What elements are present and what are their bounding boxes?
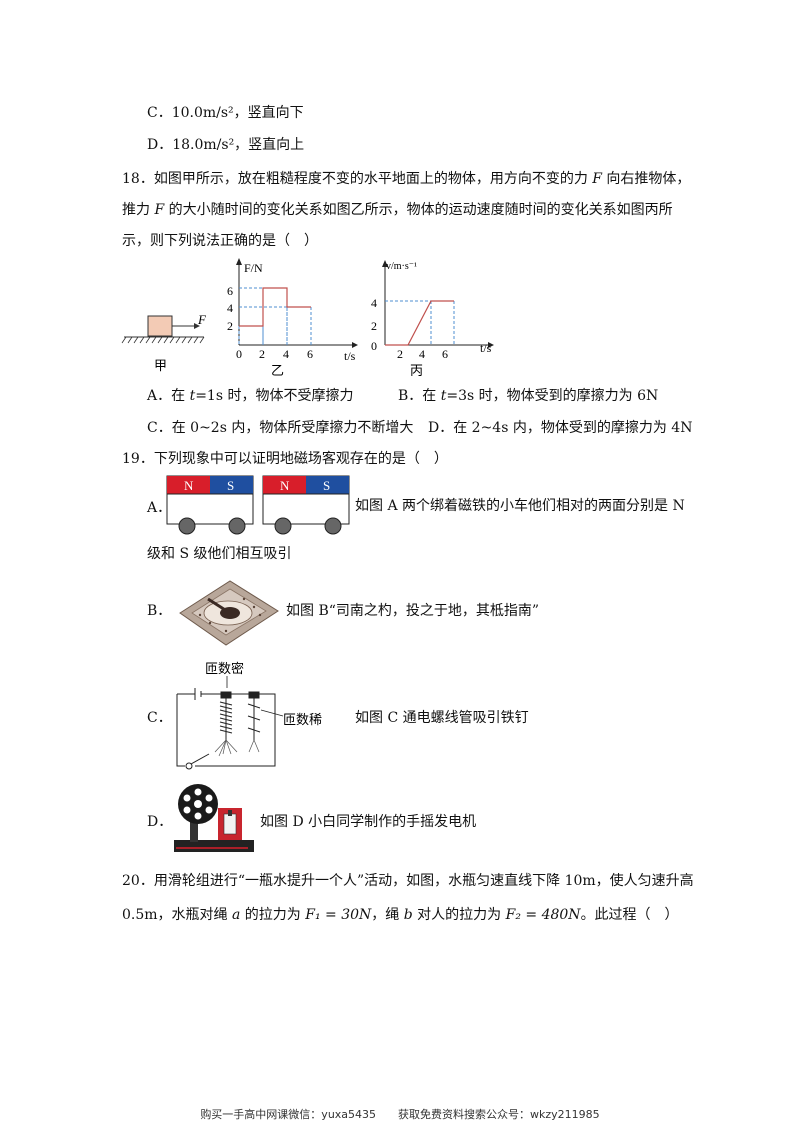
block-object — [147, 315, 173, 337]
figure-jia-caption: 甲 — [154, 358, 167, 373]
magnet-n-label: N — [184, 478, 194, 493]
yi-dashed-guides — [238, 287, 312, 345]
q19-b-text: 如图 B“司南之杓，投之于地，其柢指南” — [286, 603, 540, 619]
figure-a-magnet-carts: N S N S — [166, 475, 350, 535]
switch — [185, 753, 210, 770]
bing-xtick-2: 2 — [397, 347, 403, 361]
q19-b-label: B． — [147, 603, 172, 619]
magnet-s-pole — [210, 476, 253, 494]
figure-yi-chart: F/N t/s 6 4 2 0 2 4 6 乙 — [227, 258, 358, 378]
yi-ytick-6: 6 — [227, 284, 233, 298]
figure-b-sinan-compass — [179, 580, 279, 646]
solenoid-sparse-label: 匝数稀 — [283, 712, 322, 727]
yi-xlabel: t/s — [344, 349, 356, 363]
q18-stem-line2: 推力 F 的大小随时间的变化关系如图乙所示，物体的运动速度随时间的变化关系如图丙… — [122, 202, 673, 218]
q17-option-d: D．18.0m/s²，竖直向上 — [147, 137, 305, 153]
figure-c-solenoid-circuit: 匝数密 匝数稀 — [176, 661, 322, 770]
q19-c-label: C． — [147, 710, 172, 726]
bing-xtick-4: 4 — [419, 347, 425, 361]
magnet-n-pole — [167, 476, 210, 494]
magnet-s-label: S — [323, 478, 330, 493]
bing-ytick-4: 4 — [371, 296, 377, 310]
bing-series-line — [385, 300, 454, 346]
bing-ytick-2: 2 — [371, 319, 377, 333]
q18-option-d: D．在 2~4s 内，物体受到的摩擦力为 4N — [428, 420, 693, 436]
cart-left: N S — [166, 475, 254, 535]
magnet-s-label: S — [227, 478, 234, 493]
q18-option-b: B．在 t=3s 时，物体受到的摩擦力为 6N — [398, 388, 659, 404]
solenoid-dense — [219, 691, 233, 740]
q20-stem-line2: 0.5m，水瓶对绳 a 的拉力为 F₁ = 30N，绳 b 对人的拉力为 F₂ … — [122, 907, 679, 923]
yi-xtick-2: 2 — [259, 347, 265, 361]
q18-stem-line1: 18．如图甲所示，放在粗糙程度不变的水平地面上的物体，用方向不变的力 F 向右推… — [122, 171, 691, 187]
yi-ytick-2: 2 — [227, 319, 233, 333]
yi-xtick-4: 4 — [283, 347, 289, 361]
figure-bing-chart: v/m·s⁻¹ t/s 4 2 0 2 4 6 丙 — [371, 260, 494, 378]
q19-c-text: 如图 C 通电螺线管吸引铁钉 — [355, 710, 529, 726]
q20-stem-line1: 20．用滑轮组进行“一瓶水提升一个人”活动，如图，水瓶匀速直线下降 10m，使人… — [122, 873, 694, 889]
solenoid-dense-label: 匝数密 — [205, 661, 244, 676]
solenoid-sparse — [247, 691, 261, 740]
force-label: F — [197, 312, 207, 327]
yi-ytick-4: 4 — [227, 301, 233, 315]
q19-a-text-line1: 如图 A 两个绑着磁铁的小车他们相对的两面分别是 N — [355, 498, 685, 514]
iron-nails — [214, 739, 260, 757]
q19-a-label: A． — [147, 500, 172, 516]
magnet-n-label: N — [280, 478, 290, 493]
q18-option-c: C．在 0~2s 内，物体所受摩擦力不断增大 — [147, 420, 414, 436]
bing-ytick-0: 0 — [371, 339, 377, 353]
q19-d-label: D． — [147, 814, 173, 830]
q19-stem: 19．下列现象中可以证明地磁场客观存在的是（ ） — [122, 451, 448, 467]
q19-d-text: 如图 D 小白同学制作的手摇发电机 — [260, 814, 477, 830]
bing-xtick-6: 6 — [442, 347, 448, 361]
cart-right: N S — [262, 475, 350, 535]
page-footer: 购买一手高中网课微信：yuxa5435 获取免费资料搜索公众号：wkzy2119… — [200, 1108, 600, 1121]
q17-option-c: C．10.0m/s²，竖直向下 — [147, 105, 304, 121]
yi-series-line — [239, 287, 311, 327]
bing-ylabel: v/m·s⁻¹ — [386, 261, 417, 272]
yi-ylabel: F/N — [244, 261, 263, 275]
yi-caption: 乙 — [271, 363, 284, 378]
q19-a-text-line2: 级和 S 级他们相互吸引 — [147, 546, 292, 562]
q18-option-a: A．在 t=1s 时，物体不受摩擦力 — [147, 388, 354, 404]
bing-xlabel: t/s — [480, 341, 492, 355]
figure-jia: F 甲 — [121, 312, 207, 373]
q18-stem-line3: 示，则下列说法正确的是（ ） — [122, 233, 318, 249]
ground-hatching — [121, 336, 205, 344]
yi-xtick-0: 0 — [236, 347, 242, 361]
figure-d-hand-generator — [174, 784, 254, 852]
bing-caption: 丙 — [410, 363, 423, 378]
yi-xtick-6: 6 — [307, 347, 313, 361]
